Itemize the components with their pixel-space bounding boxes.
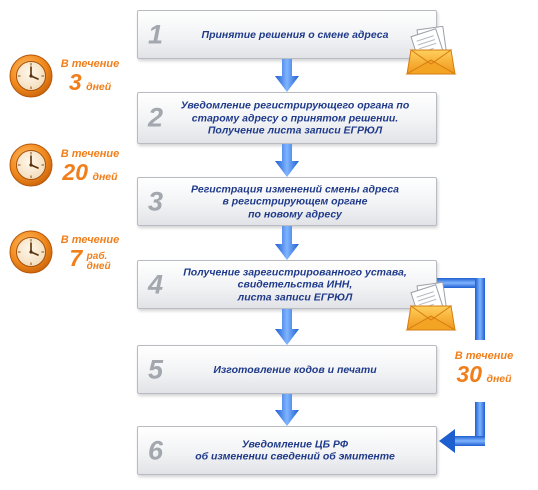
duration-number: 20	[62, 159, 89, 185]
down-arrow-icon	[275, 226, 299, 260]
step-label: Принятие решения о смене адреса	[176, 28, 414, 41]
duration-unit: дней	[86, 260, 111, 272]
step-label: Уведомление регистрирующего органа по ст…	[176, 99, 414, 137]
step-3: 3 Регистрация изменений смены адреса в р…	[137, 177, 437, 226]
step-label-line: Принятие решения о смене адреса	[201, 28, 389, 41]
step-label: Уведомление ЦБ РФ об изменении сведений …	[176, 438, 414, 463]
envelope-with-documents-icon	[405, 282, 457, 331]
duration-unit: дней	[486, 373, 512, 385]
duration-number: 3	[68, 69, 82, 95]
step-number: 5	[148, 354, 164, 384]
step-label: Регистрация изменений смены адреса в рег…	[176, 183, 414, 221]
step-label-line: в регистрирующем органе	[222, 195, 368, 208]
step-1: 1 Принятие решения о смене адреса	[137, 10, 437, 59]
step-5: 5 Изготовление кодов и печати	[137, 345, 437, 394]
step-label-line: Получение зарегистрированного устава,	[183, 265, 407, 278]
down-arrow-icon	[275, 309, 299, 345]
down-arrow-icon	[275, 144, 299, 177]
step-label-line: листа записи ЕГРЮЛ	[237, 290, 353, 303]
duration-label: В течение 30 дней	[448, 350, 520, 391]
step-4: 4 Получение зарегистрированного устава, …	[137, 260, 437, 309]
duration-unit: раб.	[86, 250, 108, 262]
duration-label: В течение 20 дней	[56, 148, 124, 189]
step-label-line: об изменении сведений об эмитенте	[195, 450, 395, 463]
step-label-line: старому адресу о принятом решении.	[191, 111, 399, 124]
step-label-line: Регистрация изменений смены адреса	[190, 182, 400, 195]
down-arrow-icon	[275, 59, 299, 92]
step-label: Получение зарегистрированного устава, св…	[176, 266, 414, 304]
step-label-line: Уведомление ЦБ РФ	[241, 438, 349, 450]
clock-icon	[9, 54, 53, 98]
step-label-line: Получение листа записи ЕГРЮЛ	[207, 124, 383, 137]
step-label: Изготовление кодов и печати	[176, 363, 414, 376]
duration-prefix: В течение	[60, 148, 120, 160]
step-6: 6 Уведомление ЦБ РФ об изменении сведени…	[137, 426, 437, 475]
step-number: 2	[148, 102, 164, 133]
step-number: 1	[148, 19, 164, 49]
step-2: 2 Уведомление регистрирующего органа по …	[137, 92, 437, 144]
duration-number: 7	[69, 245, 83, 271]
step-number: 4	[148, 269, 164, 299]
step-number: 3	[148, 186, 164, 216]
down-arrow-icon	[275, 394, 299, 426]
duration-prefix: В течение	[60, 58, 120, 70]
step-label-line: Уведомление регистрирующего органа по	[180, 99, 410, 112]
duration-unit: дней	[86, 81, 112, 93]
duration-label: В течение 3 дней	[56, 58, 124, 99]
step-number: 6	[148, 435, 164, 465]
clock-icon	[9, 143, 53, 187]
bypass-arrow-icon	[437, 278, 485, 453]
duration-prefix: В течение	[454, 350, 514, 362]
duration-number: 30	[456, 361, 483, 387]
duration-prefix: В течение	[60, 234, 120, 246]
step-label-line: по новому адресу	[248, 207, 342, 220]
envelope-with-documents-icon	[405, 26, 457, 75]
clock-icon	[9, 230, 53, 274]
step-label-line: свидетельства ИНН,	[237, 278, 353, 291]
duration-label: В течение 7 раб. дней	[56, 234, 124, 274]
duration-unit: дней	[92, 171, 118, 183]
step-label-line: Изготовление кодов и печати	[213, 363, 377, 376]
